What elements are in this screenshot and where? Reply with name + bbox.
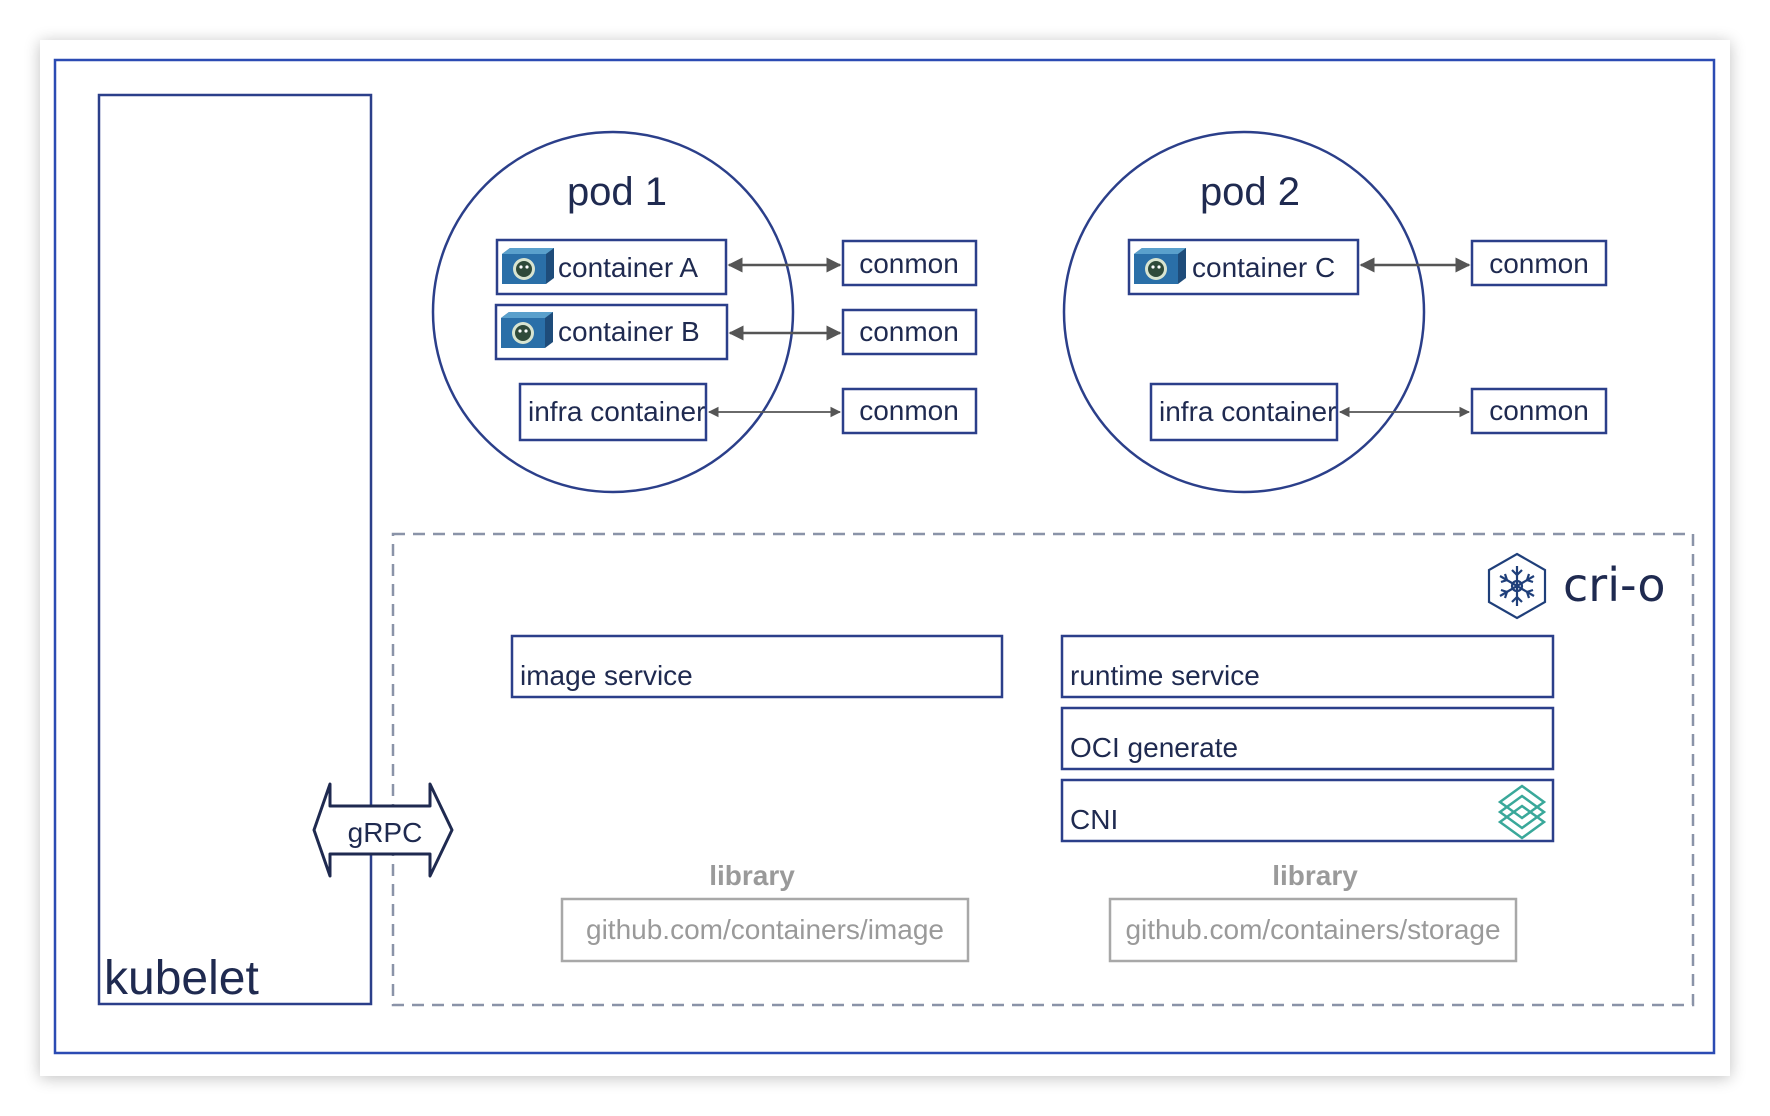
image-service-box bbox=[510, 634, 1004, 699]
library-image-label: library bbox=[709, 860, 795, 891]
library-image-box bbox=[560, 897, 970, 963]
library-storage-box bbox=[1108, 897, 1518, 963]
infra-container-2-label: infra container bbox=[1159, 396, 1336, 427]
library-storage-repo: github.com/containers/storage bbox=[1125, 914, 1500, 945]
crio-logo-text: cri-o bbox=[1563, 558, 1666, 612]
kubelet-label: kubelet bbox=[104, 952, 259, 1005]
runtime-service-box bbox=[1060, 634, 1555, 699]
conmon-1b-box bbox=[841, 308, 978, 356]
infra-container-1-box bbox=[518, 382, 708, 442]
container-c-label: container C bbox=[1192, 252, 1335, 283]
crio-boundary bbox=[391, 532, 1695, 1007]
pod-2-title: pod 2 bbox=[1200, 170, 1300, 214]
container-icon bbox=[502, 248, 554, 284]
container-a-label: container A bbox=[558, 252, 698, 283]
conmon-1c-label: conmon bbox=[859, 395, 959, 426]
conmon-1a-label: conmon bbox=[859, 248, 959, 279]
infra-container-1-label: infra container bbox=[528, 396, 705, 427]
runtime-service-label: runtime service bbox=[1070, 660, 1260, 691]
conmon-1c-box bbox=[841, 387, 978, 435]
conmon-2a-label: conmon bbox=[1489, 248, 1589, 279]
container-icon bbox=[1134, 248, 1186, 284]
grpc-label: gRPC bbox=[348, 817, 423, 848]
image-service-label: image service bbox=[520, 660, 693, 691]
cni-logo-icon bbox=[1497, 784, 1547, 840]
conmon-2a-box bbox=[1470, 239, 1608, 287]
cni-box bbox=[1060, 778, 1555, 843]
infra-container-2-box bbox=[1149, 382, 1339, 442]
oci-generate-box bbox=[1060, 706, 1555, 771]
grpc-double-arrow bbox=[312, 782, 454, 878]
conmon-1a-box bbox=[841, 239, 978, 287]
pod-1-title: pod 1 bbox=[567, 170, 667, 214]
conmon-2b-box bbox=[1470, 387, 1608, 435]
cni-label: CNI bbox=[1070, 804, 1118, 835]
conmon-1b-label: conmon bbox=[859, 316, 959, 347]
oci-generate-label: OCI generate bbox=[1070, 732, 1238, 763]
conmon-2b-label: conmon bbox=[1489, 395, 1589, 426]
crio-snowflake-icon bbox=[1487, 552, 1547, 620]
node-boundary bbox=[53, 58, 1716, 1055]
library-image-repo: github.com/containers/image bbox=[586, 914, 944, 945]
container-icon bbox=[501, 312, 553, 348]
container-b-label: container B bbox=[558, 316, 700, 347]
library-storage-label: library bbox=[1272, 860, 1358, 891]
